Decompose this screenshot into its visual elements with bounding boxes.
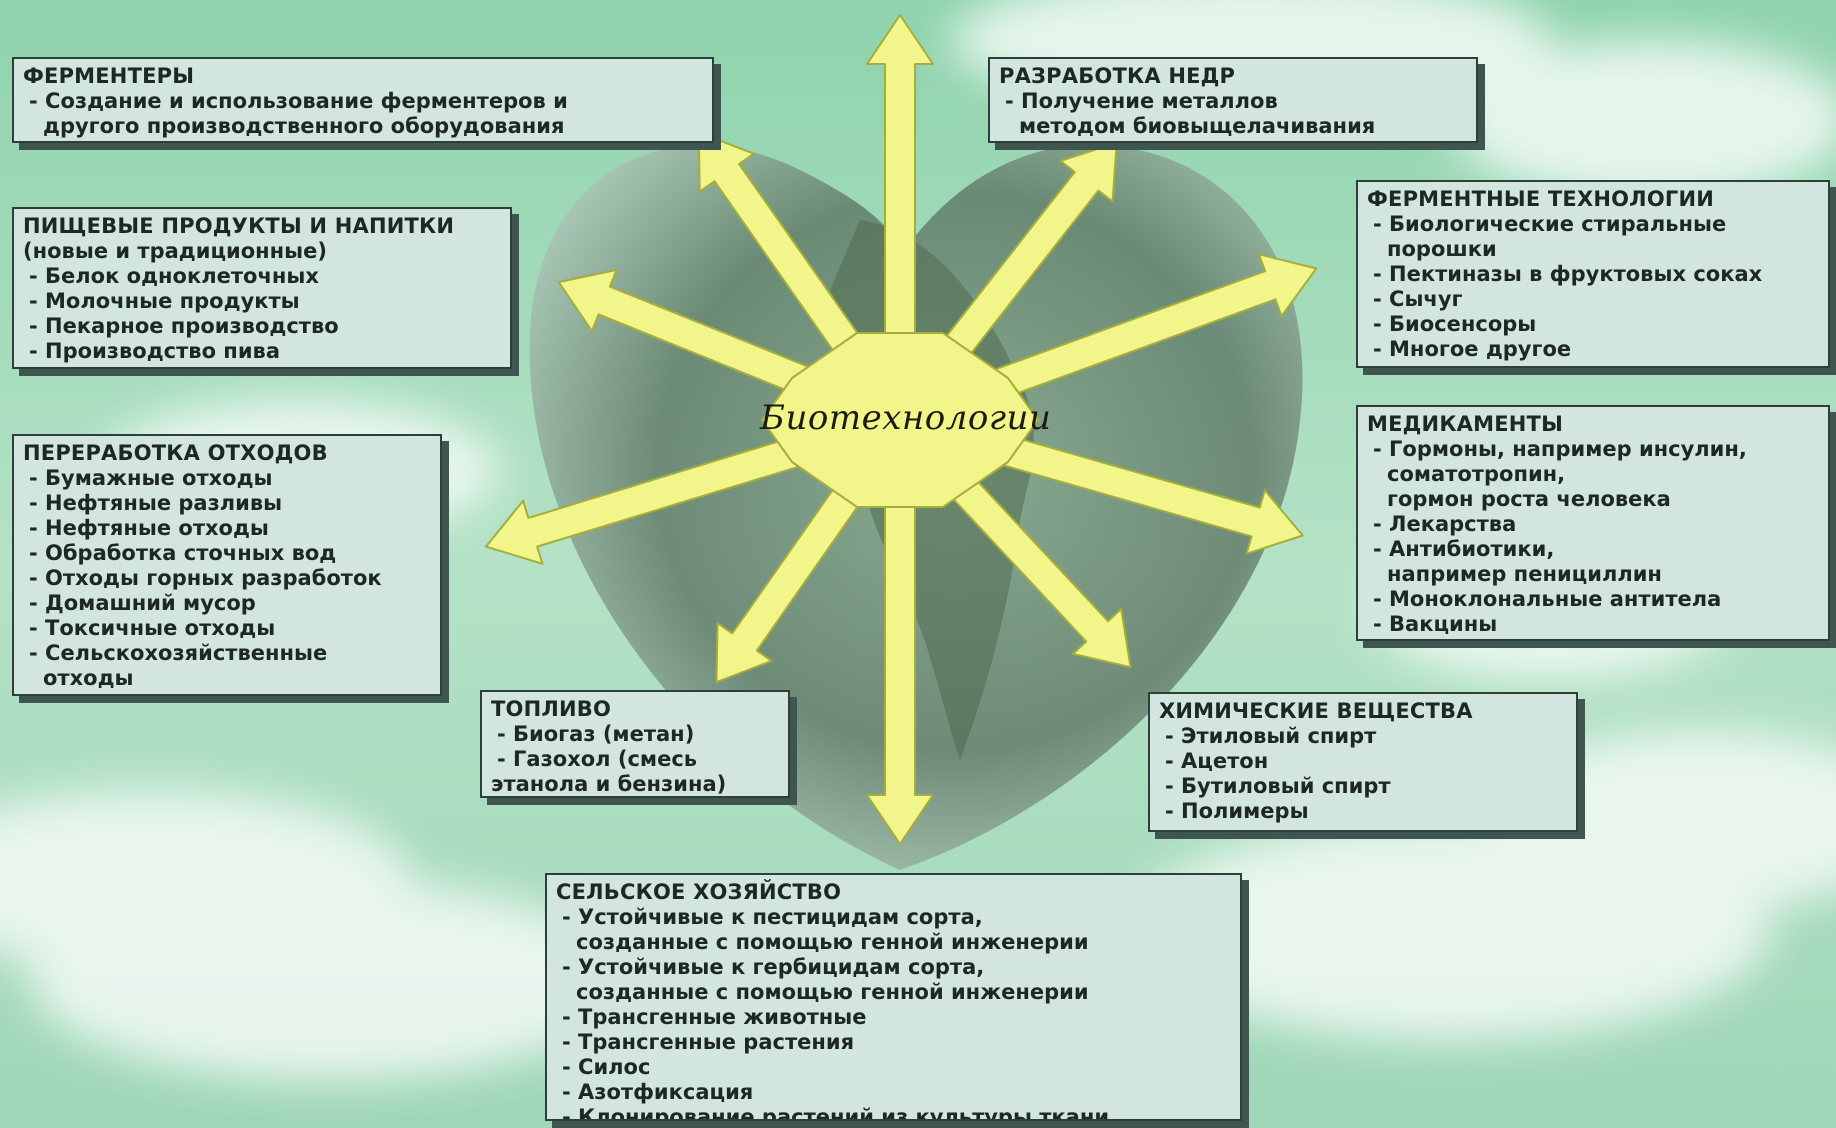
list-item: Производство пива xyxy=(23,339,500,364)
list-item: порошки xyxy=(1387,237,1497,261)
box-title: ФЕРМЕНТЕРЫ xyxy=(23,64,195,88)
list-item: созданные с помощью генной инженерии xyxy=(576,930,1089,954)
list-item: Газохол (смесь xyxy=(491,747,778,772)
list-item: Создание и использование ферментеров и xyxy=(23,89,702,114)
box-title: МЕДИКАМЕНТЫ xyxy=(1367,412,1564,436)
list-item: Нефтяные разливы xyxy=(23,491,430,516)
list-item: Биосенсоры xyxy=(1367,312,1818,337)
list-item: Многое другое xyxy=(1367,337,1818,362)
list-item: методом биовыщелачивания xyxy=(1019,114,1376,138)
box-title: ТОПЛИВО xyxy=(491,697,612,721)
box-title: РАЗРАБОТКА НЕДР xyxy=(999,64,1236,88)
list-item: Сельскохозяйственные xyxy=(23,641,430,666)
hub-label: Биотехнологии xyxy=(760,398,1052,438)
list-item: Домашний мусор xyxy=(23,591,430,616)
list-item: Полимеры xyxy=(1159,799,1566,824)
list-item: Пектиназы в фруктовых соках xyxy=(1367,262,1818,287)
list-item: Бутиловый спирт xyxy=(1159,774,1566,799)
list-item: Биогаз (метан) xyxy=(491,722,778,747)
list-item: созданные с помощью генной инженерии xyxy=(576,980,1089,1004)
list-item: Пекарное производство xyxy=(23,314,500,339)
box-title: ПИЩЕВЫЕ ПРОДУКТЫ И НАПИТКИ xyxy=(23,214,455,238)
chemicals-box: ХИМИЧЕСКИЕ ВЕЩЕСТВА Этиловый спирт Ацето… xyxy=(1148,692,1578,832)
box-subtitle: (новые и традиционные) xyxy=(23,239,327,263)
box-title: ХИМИЧЕСКИЕ ВЕЩЕСТВА xyxy=(1159,699,1473,723)
list-item: гормон роста человека xyxy=(1387,487,1671,511)
list-item: Белок одноклеточных xyxy=(23,264,500,289)
list-item: Антибиотики, xyxy=(1367,537,1818,562)
list-item: Клонирование растений из культуры ткани xyxy=(556,1105,1230,1119)
list-item: Биологические стиральные xyxy=(1367,212,1818,237)
list-item: Азотфиксация xyxy=(556,1080,1230,1105)
list-item: этанола и бензина) xyxy=(491,772,727,796)
fermenters-box: ФЕРМЕНТЕРЫ Создание и использование ферм… xyxy=(12,57,714,143)
list-item: Устойчивые к пестицидам сорта, xyxy=(556,905,1230,930)
list-item: Трансгенные растения xyxy=(556,1030,1230,1055)
box-title: ПЕРЕРАБОТКА ОТХОДОВ xyxy=(23,441,328,465)
medicine-box: МЕДИКАМЕНТЫ Гормоны, например инсулин, с… xyxy=(1356,405,1830,641)
list-item: Сычуг xyxy=(1367,287,1818,312)
agriculture-box: СЕЛЬСКОЕ ХОЗЯЙСТВО Устойчивые к пестицид… xyxy=(545,873,1242,1121)
list-item: Силос xyxy=(556,1055,1230,1080)
enzyme-tech-box: ФЕРМЕНТНЫЕ ТЕХНОЛОГИИ Биологические стир… xyxy=(1356,180,1830,368)
box-title: ФЕРМЕНТНЫЕ ТЕХНОЛОГИИ xyxy=(1367,187,1715,211)
list-item: Бумажные отходы xyxy=(23,466,430,491)
list-item: отходы xyxy=(43,666,134,690)
food-box: ПИЩЕВЫЕ ПРОДУКТЫ И НАПИТКИ (новые и трад… xyxy=(12,207,512,369)
list-item: например пенициллин xyxy=(1387,562,1662,586)
list-item: Моноклональные антитела xyxy=(1367,587,1818,612)
mining-box: РАЗРАБОТКА НЕДР Получение металлов метод… xyxy=(988,57,1478,143)
list-item: соматотропин, xyxy=(1387,462,1566,486)
list-item: Нефтяные отходы xyxy=(23,516,430,541)
list-item: Этиловый спирт xyxy=(1159,724,1566,749)
fuel-box: ТОПЛИВО Биогаз (метан) Газохол (смесь эт… xyxy=(480,690,790,798)
list-item: Молочные продукты xyxy=(23,289,500,314)
box-title: СЕЛЬСКОЕ ХОЗЯЙСТВО xyxy=(556,880,842,904)
list-item: Получение металлов xyxy=(999,89,1466,114)
list-item: Токсичные отходы xyxy=(23,616,430,641)
waste-box: ПЕРЕРАБОТКА ОТХОДОВ Бумажные отходы Нефт… xyxy=(12,434,442,696)
list-item: Гормоны, например инсулин, xyxy=(1367,437,1818,462)
list-item: Отходы горных разработок xyxy=(23,566,430,591)
hub-shape xyxy=(760,332,1040,508)
list-item: Устойчивые к гербицидам сорта, xyxy=(556,955,1230,980)
list-item: Лекарства xyxy=(1367,512,1818,537)
list-item: Ацетон xyxy=(1159,749,1566,774)
list-item: Обработка сточных вод xyxy=(23,541,430,566)
list-item: другого производственного оборудования xyxy=(43,114,565,138)
list-item: Трансгенные животные xyxy=(556,1005,1230,1030)
list-item: Вакцины xyxy=(1367,612,1818,637)
